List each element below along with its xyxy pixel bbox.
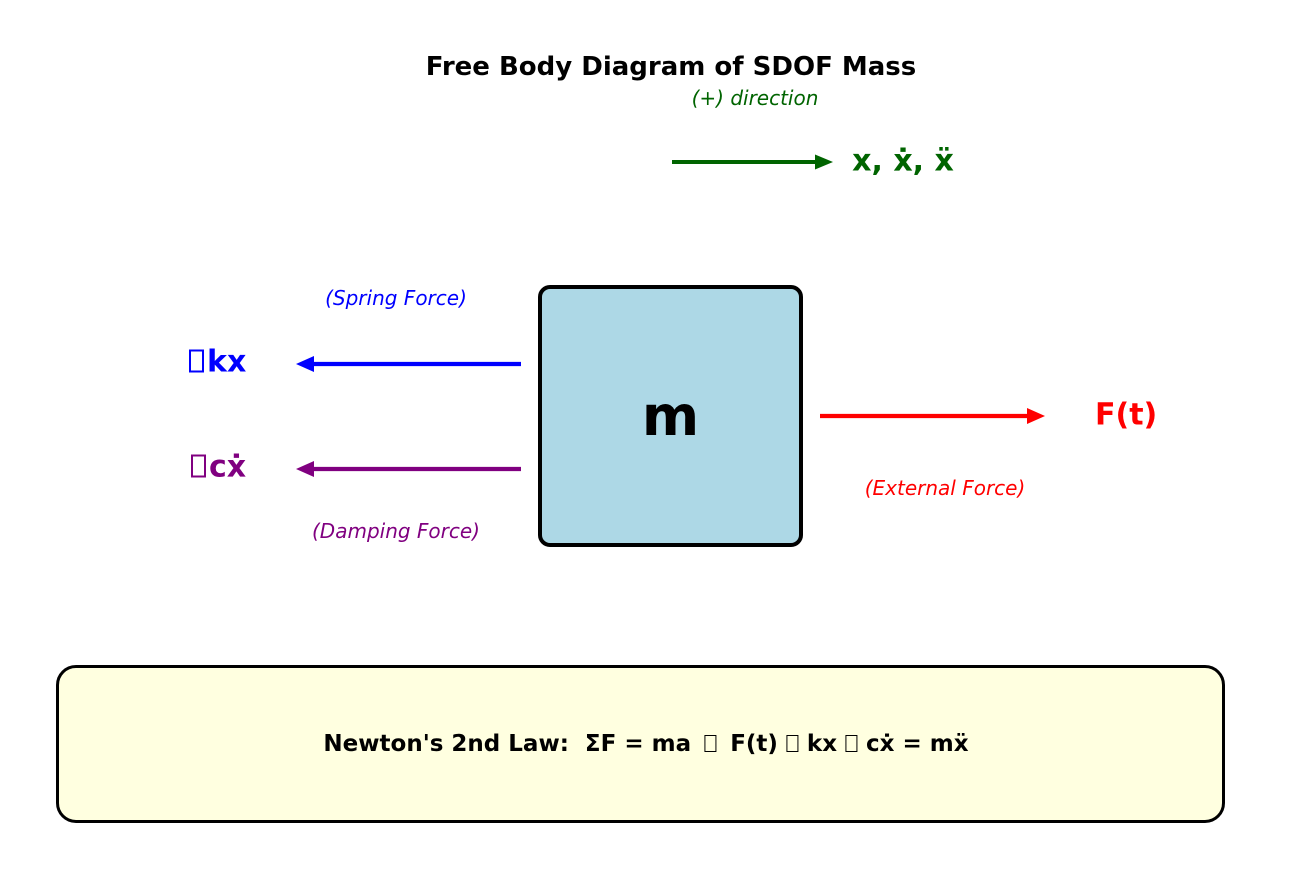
- spring-force-caption: (Spring Force): [325, 286, 467, 310]
- equation-part-4: cẋ = mẍ: [866, 731, 969, 757]
- missing-glyph-box: [704, 734, 717, 753]
- external-arrow-head: [1027, 408, 1045, 424]
- spring-force-label: kx: [189, 345, 246, 380]
- missing-glyph-box: [189, 349, 204, 373]
- direction-arrow: [672, 154, 833, 170]
- missing-glyph-box: [191, 454, 206, 478]
- damping-force-caption: (Damping Force): [312, 519, 480, 543]
- damping-force-arrow: [296, 461, 521, 477]
- damping-force-label: cẋ: [191, 450, 246, 485]
- spring-force-label-text: kx: [207, 344, 247, 380]
- figure-title: Free Body Diagram of SDOF Mass: [425, 52, 917, 82]
- equation-part-1: Newton's 2nd Law: ΣF = ma: [323, 731, 692, 757]
- equation-part-2: F(t): [730, 731, 778, 757]
- direction-caption: (+) direction: [691, 86, 819, 110]
- direction-arrow-head: [815, 154, 833, 170]
- mass-label: m: [641, 384, 700, 448]
- direction-variables-label: x, ẋ, ẍ: [852, 143, 954, 179]
- mass-block: m: [538, 285, 803, 547]
- spring-arrow-head: [296, 356, 314, 372]
- newtons-law-equation: Newton's 2nd Law: ΣF = ma F(t) kx cẋ = mẍ: [323, 731, 968, 757]
- external-force-caption: (External Force): [864, 476, 1026, 500]
- equation-box: [56, 665, 1225, 823]
- external-force-arrow: [820, 408, 1045, 424]
- damping-arrow-head: [296, 461, 314, 477]
- equation-part-3: kx: [806, 731, 838, 757]
- missing-glyph-box: [786, 734, 799, 753]
- damping-force-label-text: cẋ: [209, 449, 247, 485]
- external-force-label: F(t): [1095, 397, 1158, 433]
- missing-glyph-box: [845, 734, 858, 753]
- spring-force-arrow: [296, 356, 521, 372]
